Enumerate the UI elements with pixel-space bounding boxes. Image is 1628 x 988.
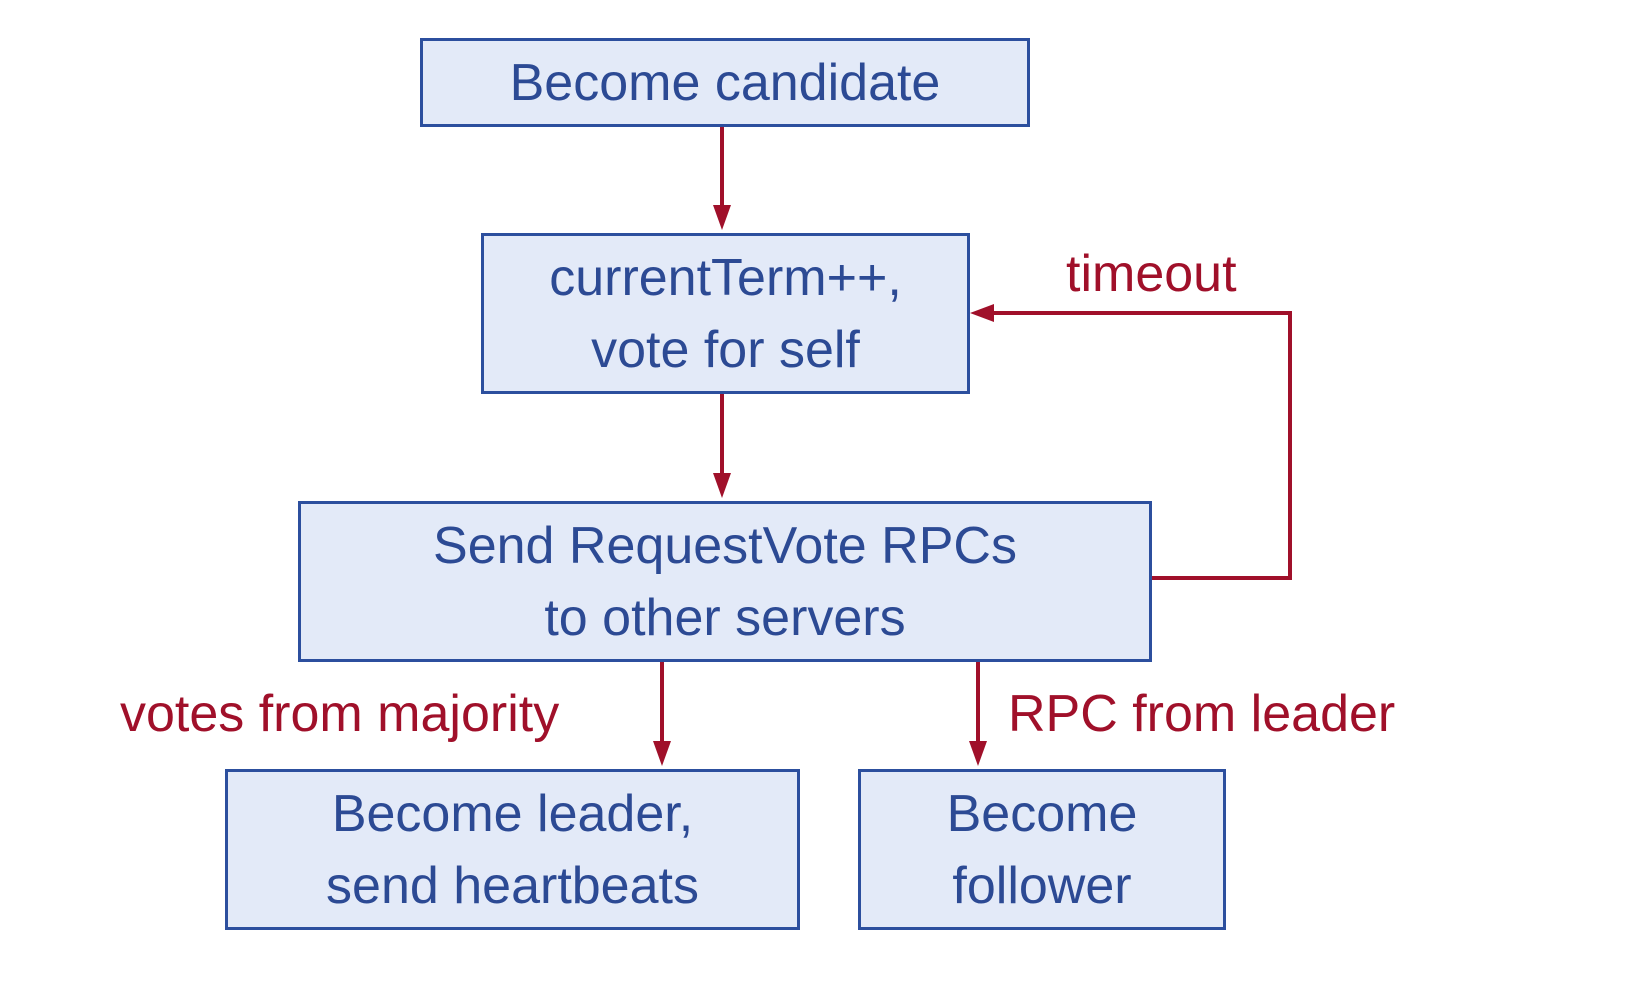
node-send-request-vote-line-2: to other servers [544,588,906,647]
node-become-leader: Become leader, send heartbeats [225,769,800,930]
arrowhead-term-to-send [713,473,731,498]
node-become-leader-line-1: Become leader, [331,784,694,843]
node-increment-term-line-1: currentTerm++, [549,248,902,307]
node-become-follower: Become follower [858,769,1226,930]
arrowhead-timeout-loop [970,304,994,322]
node-increment-term: currentTerm++, vote for self [481,233,970,394]
node-become-follower-line-1: Become [946,784,1138,843]
edge-label-rpc-from-leader: RPC from leader [1008,685,1396,743]
node-send-request-vote-line-1: Send RequestVote RPCs [433,516,1017,575]
arrowhead-candidate-to-term [713,205,731,230]
node-become-follower-line-2: follower [952,856,1132,915]
node-become-leader-line-2: send heartbeats [326,856,699,915]
edge-label-timeout: timeout [1066,245,1237,303]
arrow-timeout-loop [990,311,1292,580]
arrowhead-send-to-leader [653,741,671,766]
node-send-request-vote: Send RequestVote RPCs to other servers [298,501,1152,662]
edge-label-votes-from-majority: votes from majority [120,685,560,743]
node-become-candidate: Become candidate [420,38,1030,127]
node-become-candidate-line-1: Become candidate [509,53,941,112]
arrowhead-send-to-follower [969,741,987,766]
node-increment-term-line-2: vote for self [591,320,860,379]
